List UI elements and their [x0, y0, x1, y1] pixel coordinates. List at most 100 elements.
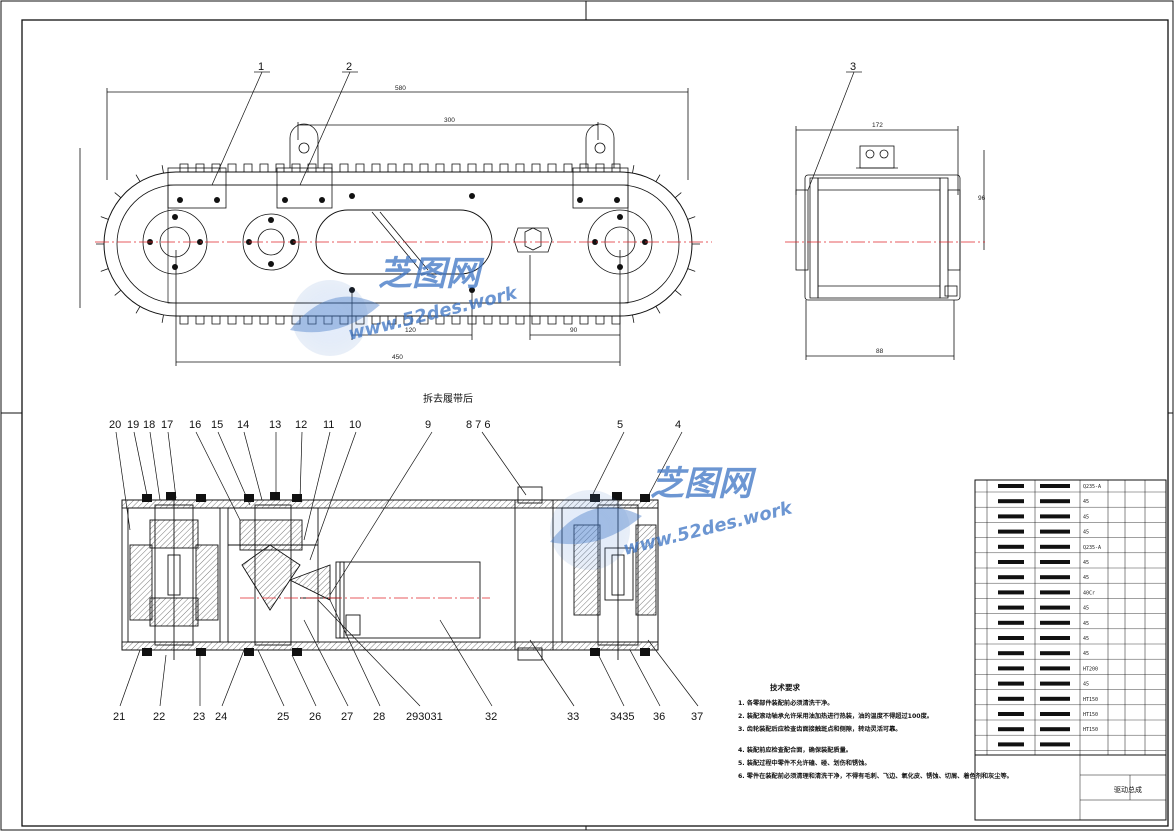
tech-note-line: 2. 装配滚动轴承允许采用油加热进行热装，油的温度不得超过100度。: [738, 712, 933, 720]
balloon-26: 26: [309, 711, 321, 723]
watermark-brand: 芝图网: [378, 254, 485, 294]
balloon-10: 10: [349, 419, 361, 431]
parts-row-name-block: [998, 544, 1024, 549]
section-leaders: [115, 431, 699, 707]
parts-row-name-block: [998, 727, 1024, 732]
balloon-16: 16: [189, 419, 201, 431]
parts-row-spec-block: [1040, 620, 1070, 625]
parts-row-material: 40Cr: [1083, 590, 1095, 596]
parts-row-name-block: [998, 605, 1024, 610]
balloon-13: 13: [269, 419, 281, 431]
parts-row-material: Q235-A: [1083, 484, 1101, 490]
balloon-3: 3: [850, 61, 856, 73]
parts-row-material: HT200: [1083, 666, 1098, 672]
tech-notes: 1. 各零部件装配前必须清洗干净。 2. 装配滚动轴承允许采用油加热进行热装，油…: [738, 699, 1013, 780]
globe-icon: [550, 490, 642, 570]
section-view: [121, 486, 659, 661]
balloon-11: 11: [323, 419, 334, 431]
parts-row-material: 45: [1083, 651, 1089, 657]
watermark-brand: 芝图网: [650, 464, 757, 504]
balloon-15: 15: [211, 419, 223, 431]
dim-overall-length: 580: [395, 85, 406, 92]
balloon-25: 25: [277, 711, 289, 723]
tech-note-line: 1. 各零部件装配前必须清洗干净。: [738, 699, 833, 707]
parts-row-spec-block: [1040, 514, 1070, 519]
parts-row-name-block: [998, 666, 1024, 671]
parts-row-name-block: [998, 636, 1024, 640]
parts-row-spec-block: [1040, 636, 1070, 640]
parts-row-spec-block: [1040, 605, 1070, 610]
tech-note-line: 5. 装配过程中零件不允许磕、碰、划伤和锈蚀。: [738, 759, 871, 767]
parts-row-spec-block: [1040, 484, 1070, 488]
dim-lug-spacing: 300: [444, 117, 455, 124]
parts-row-material: 45: [1083, 606, 1089, 612]
parts-row-spec-block: [1040, 544, 1070, 549]
tech-note-line: 4. 装配前应检查配合面，确保装配质量。: [738, 746, 852, 754]
parts-row-spec-block: [1040, 681, 1070, 686]
parts-row-name-block: [998, 499, 1024, 504]
track-teeth: [96, 163, 700, 325]
top-view-caption: 拆去履带后: [423, 392, 473, 405]
balloon-9: 9: [425, 419, 431, 431]
balloon-23: 23: [193, 711, 205, 723]
parts-row-material: 45: [1083, 575, 1089, 581]
parts-row-name-block: [998, 651, 1024, 656]
parts-row-spec-block: [1040, 666, 1070, 671]
parts-row-material: 45: [1083, 499, 1089, 505]
balloon-17: 17: [161, 419, 173, 431]
balloon-8-7-6: 8 7 6: [466, 419, 490, 431]
balloon-19: 19: [127, 419, 139, 431]
parts-row-name-block: [998, 575, 1024, 580]
parts-row-material: HT150: [1083, 697, 1098, 703]
balloon-2: 2: [346, 61, 352, 73]
parts-row-name-block: [998, 620, 1024, 625]
balloon-293031: 293031: [406, 711, 443, 723]
parts-row-material: 45: [1083, 514, 1089, 520]
watermark-logo: 芝图网 www.52des.work: [290, 254, 520, 356]
dim-width-172: 172: [872, 122, 883, 129]
parts-row-name-block: [998, 514, 1024, 519]
balloon-36: 36: [653, 711, 665, 723]
balloon-27: 27: [341, 711, 353, 723]
parts-row-spec-block: [1040, 727, 1070, 732]
balloon-33: 33: [567, 711, 579, 723]
parts-row-spec-block: [1040, 651, 1070, 656]
balloon-28: 28: [373, 711, 385, 723]
parts-row-spec-block: [1040, 560, 1070, 564]
parts-list: [974, 479, 1167, 821]
parts-row-spec-block: [1040, 499, 1070, 504]
parts-row-spec-block: [1040, 529, 1070, 534]
balloon-5: 5: [617, 419, 623, 431]
balloon-3435: 3435: [610, 711, 634, 723]
top-view-leaders: [211, 71, 862, 191]
parts-row-spec-block: [1040, 742, 1070, 747]
balloon-37: 37: [691, 711, 703, 723]
parts-row-material: Q235-A: [1083, 545, 1101, 551]
side-view: [795, 126, 985, 360]
balloon-12: 12: [295, 419, 307, 431]
parts-row-name-block: [998, 484, 1024, 488]
balloon-20: 20: [109, 419, 121, 431]
balloon-21: 21: [113, 711, 125, 723]
top-view: [79, 88, 700, 366]
parts-row-name-block: [998, 560, 1024, 564]
balloon-18: 18: [143, 419, 155, 431]
tech-note-line: 3. 齿轮装配后应检查齿面接触斑点和侧隙，转动灵活可靠。: [738, 725, 902, 733]
parts-row-spec-block: [1040, 575, 1070, 580]
dim-bottom-width: 88: [876, 348, 884, 355]
parts-row-name-block: [998, 529, 1024, 534]
parts-row-spec-block: [1040, 712, 1070, 716]
parts-row-name-block: [998, 742, 1024, 747]
dim-span-90: 90: [570, 327, 578, 334]
balloon-24: 24: [215, 711, 227, 723]
parts-row-material: 45: [1083, 621, 1089, 627]
watermark-logo-2: 芝图网 www.52des.work: [550, 464, 795, 570]
parts-row-name-block: [998, 681, 1024, 686]
parts-rows: Q235-A454545Q235-A454540Cr45454545HT2004…: [975, 484, 1166, 751]
dim-height-96: 96: [978, 195, 986, 202]
balloon-4: 4: [675, 419, 681, 431]
